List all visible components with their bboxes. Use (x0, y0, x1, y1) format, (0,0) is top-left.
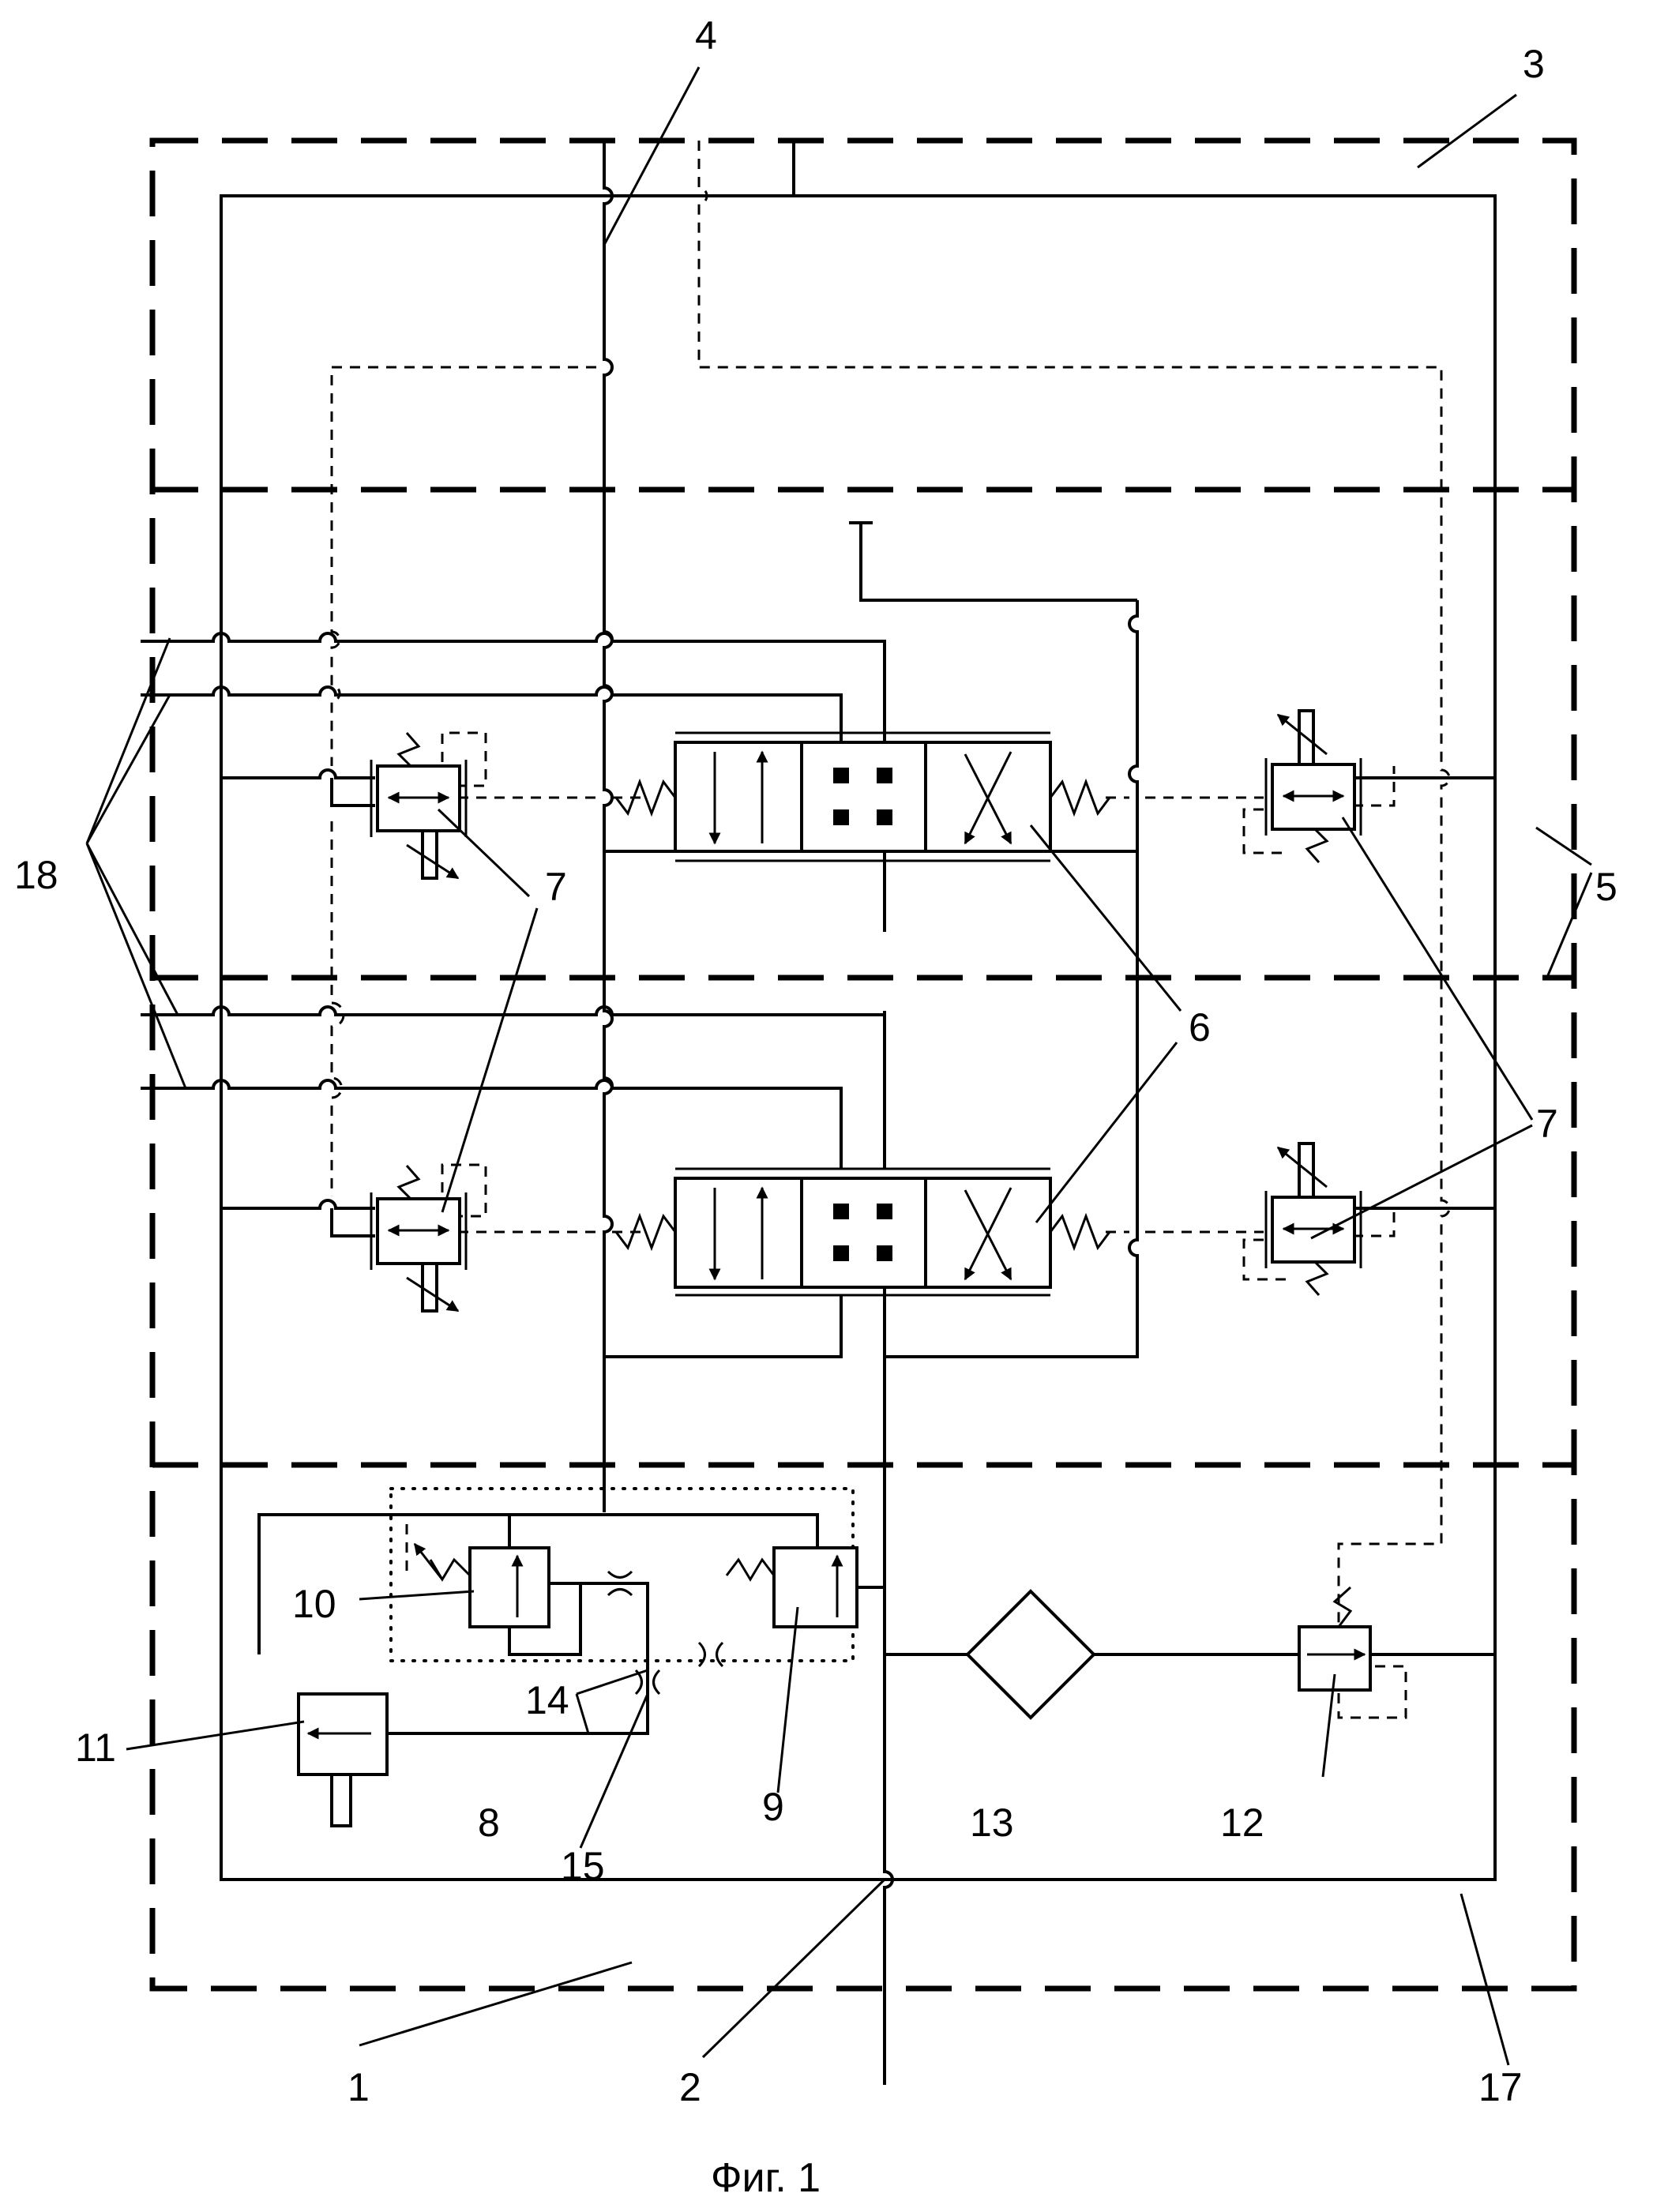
label-18: 18 (14, 853, 58, 897)
relief-a-left-link (221, 770, 375, 806)
label-8: 8 (478, 1801, 500, 1845)
relief-valve-upper-left (371, 733, 466, 878)
filter-13 (967, 1591, 1094, 1718)
pressure-line-4 (604, 141, 612, 1512)
relief-valve-upper-right (1266, 711, 1361, 862)
label-2: 2 (679, 2065, 701, 2109)
label-7-right: 7 (1536, 1102, 1558, 1146)
label-1: 1 (348, 2065, 370, 2109)
label-3: 3 (1523, 42, 1545, 86)
label-14: 14 (525, 1678, 569, 1722)
work-line-upper-1 (141, 633, 885, 742)
directional-valve-lower (616, 1169, 1110, 1295)
label-10: 10 (292, 1582, 336, 1626)
directional-valve-upper (616, 733, 1110, 861)
work-line-lower-2 (141, 1080, 841, 1169)
pilot-top-loop (699, 141, 1449, 1627)
reference-numerals: 4 3 5 6 7 7 18 10 11 14 8 15 9 13 12 1 2… (14, 13, 1617, 2109)
label-4: 4 (695, 13, 717, 58)
label-17: 17 (1478, 2065, 1523, 2109)
label-15: 15 (561, 1844, 605, 1888)
label-7-left: 7 (545, 865, 567, 909)
solenoid-valve-11 (299, 1694, 387, 1826)
valve-a-tank-line (861, 523, 1137, 600)
label-5: 5 (1595, 865, 1617, 909)
label-6: 6 (1189, 1005, 1211, 1050)
relief-valve-lower-left (371, 1166, 466, 1311)
label-12: 12 (1220, 1801, 1264, 1845)
pilot-lines (332, 141, 1449, 1718)
label-11: 11 (75, 1726, 116, 1770)
label-13: 13 (970, 1801, 1014, 1845)
orifices (608, 1572, 723, 1694)
figure-caption: Фиг. 1 (711, 2155, 821, 2201)
pressure-compensator-9 (727, 1548, 857, 1627)
relief-b-left-link (221, 1200, 375, 1236)
valve-b-return-left (604, 1295, 841, 1357)
label-9: 9 (762, 1785, 784, 1829)
unloading-valve-10 (415, 1544, 549, 1627)
